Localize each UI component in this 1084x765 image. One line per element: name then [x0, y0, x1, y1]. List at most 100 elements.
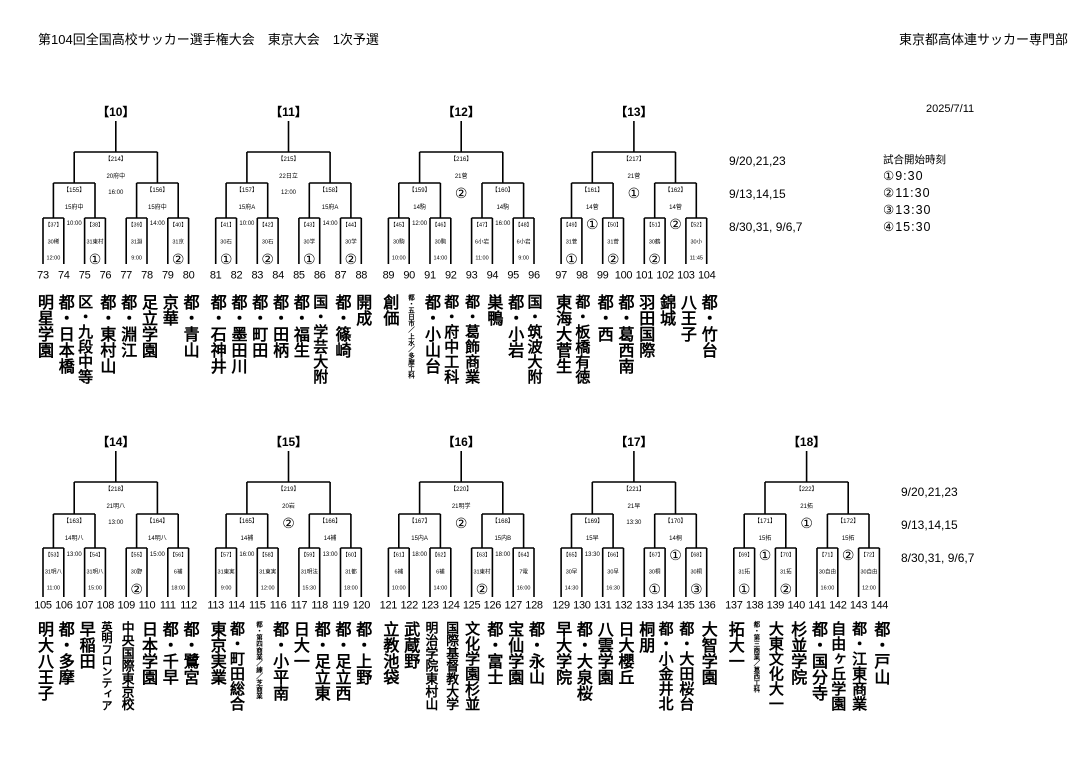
match-venue: 21拓	[800, 504, 813, 510]
team-number: 79	[161, 269, 174, 282]
team-number: 110	[138, 599, 156, 612]
match-number: 【168】	[491, 519, 514, 525]
team-name: 都・石神井	[207, 294, 225, 374]
match-time: 11:45	[689, 255, 703, 262]
match-time: 12:00	[412, 221, 428, 227]
match-time: 10:00	[66, 221, 82, 227]
match-number: 【43】	[300, 222, 318, 229]
match-time: 15:00	[88, 585, 102, 592]
team-name: 羽田国際	[636, 294, 654, 358]
match-time: ②	[648, 251, 661, 267]
match-venue: 30桐	[690, 569, 703, 576]
match-venue: 15拓	[841, 536, 855, 542]
start-time-item: ①9:30	[883, 169, 924, 183]
match-venue: 31都	[345, 569, 357, 576]
team-name: 京華	[159, 294, 177, 326]
match-venue: 31東実	[259, 569, 277, 576]
team-number: 133	[635, 599, 654, 612]
match-venue: 6補	[436, 569, 445, 576]
team-number: 119	[332, 599, 349, 612]
match-number: 【222】	[795, 487, 818, 493]
team-name: 都・青山	[180, 294, 198, 358]
match-time: 18:00	[344, 585, 358, 592]
team-name: 都・永山	[526, 621, 543, 685]
team-number: 136	[697, 599, 716, 612]
match-venue: 31東村	[473, 569, 491, 576]
match-venue: 30石	[261, 239, 274, 246]
match-time: ②	[282, 515, 295, 531]
match-time: 18:00	[171, 585, 186, 592]
team-name: 巣鴨	[484, 294, 502, 326]
team-number: 134	[656, 599, 674, 612]
match-number: 【169】	[581, 519, 604, 525]
match-venue: 30自由	[818, 569, 836, 576]
match-number: 【218】	[104, 487, 127, 493]
team-number: 105	[34, 599, 52, 612]
match-time: ①	[758, 547, 772, 563]
team-name: 都・西	[594, 294, 612, 342]
match-number: 【156】	[146, 188, 169, 194]
team-number: 139	[766, 599, 785, 612]
match-number: 【39】	[128, 222, 146, 229]
start-time-title: 試合開始時刻	[883, 154, 946, 166]
match-number: 【164】	[146, 519, 169, 525]
match-venue: 21菅	[454, 174, 468, 180]
match-venue: 31拓	[779, 569, 792, 576]
match-venue: 30鶴	[648, 239, 661, 246]
match-venue: 30野	[130, 569, 143, 576]
match-venue: 20府中	[106, 174, 126, 180]
match-time: 18:00	[495, 552, 511, 558]
match-number: 【157】	[235, 188, 258, 194]
match-venue: 14明八	[64, 536, 84, 542]
match-time: 12:00	[46, 255, 61, 262]
team-name: 大智学園	[698, 621, 716, 685]
team-number: 101	[635, 269, 654, 282]
match-venue: 21明八	[106, 504, 126, 510]
block-label: 【11】	[270, 105, 307, 119]
match-number: 【54】	[86, 552, 104, 559]
match-number: 【68】	[687, 552, 705, 559]
match-time: ②	[841, 547, 855, 563]
match-number: 【59】	[300, 552, 318, 559]
match-venue: 6小岩	[474, 239, 490, 246]
team-number: 131	[593, 599, 612, 612]
match-venue: 15拓	[758, 536, 772, 542]
team-number: 75	[78, 269, 91, 282]
team-name: 都・板橋有徳	[573, 294, 591, 384]
match-time: ①	[627, 185, 641, 201]
team-name: 拓大一	[725, 621, 743, 669]
team-name: 東海大菅生	[553, 294, 571, 374]
team-name: 都・府中工科	[442, 294, 460, 384]
team-name: 明治学院東村山	[423, 621, 439, 711]
match-venue: 21早	[627, 504, 641, 510]
match-time: 16:00	[239, 552, 255, 558]
match-time: ①	[88, 251, 102, 267]
match-number: 【62】	[431, 552, 449, 559]
team-name: 創価	[380, 294, 398, 326]
match-time: ②	[130, 581, 143, 597]
match-number: 【166】	[319, 519, 342, 525]
team-number: 142	[829, 599, 847, 612]
team-name: 都・足立東	[311, 621, 329, 701]
quarter-round-date: 8/30,31, 9/6,7	[901, 551, 975, 565]
match-number: 【167】	[408, 519, 431, 525]
match-venue: 14駒	[413, 205, 426, 211]
team-number: 123	[421, 599, 439, 612]
team-number: 77	[120, 269, 133, 282]
team-name: 国際基督教大学	[444, 621, 460, 711]
match-number: 【162】	[664, 188, 687, 194]
match-number: 【50】	[604, 222, 622, 229]
match-number: 【56】	[169, 552, 187, 559]
block-label: 【16】	[442, 435, 480, 449]
match-number: 【51】	[646, 222, 664, 229]
team-number: 103	[677, 269, 695, 282]
match-venue: 30石	[220, 239, 232, 246]
team-number: 115	[248, 599, 266, 612]
team-name: 都・田柄	[270, 294, 288, 358]
match-time: 10:00	[391, 255, 406, 262]
team-number: 130	[573, 599, 591, 612]
match-time: ②	[606, 251, 620, 267]
team-number: 86	[313, 269, 326, 282]
match-venue: 14補	[323, 536, 337, 542]
issue-date: 2025/7/11	[926, 103, 975, 115]
